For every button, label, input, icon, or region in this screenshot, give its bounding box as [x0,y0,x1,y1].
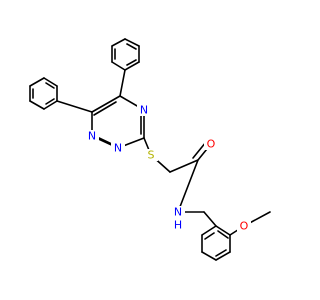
bond [93,101,117,116]
atom-label-o: O [207,138,216,151]
atom-amide-nh: N H [171,206,185,232]
bond [201,251,217,261]
atom-methoxy-oxygen: O [237,220,251,233]
bond [126,59,137,66]
atom-n-triazine-2: N [111,142,125,155]
bond [91,95,121,113]
bond [45,98,55,105]
bond [56,100,93,113]
bond [201,225,217,236]
atom-label-h: H [174,219,182,232]
bond [29,100,45,110]
atom-carbonyl-oxygen: O [204,138,218,151]
bond [215,249,227,257]
bond [45,82,55,89]
bond [43,100,58,110]
bond [217,230,229,239]
bond [119,69,126,97]
bond [126,43,137,50]
atom-label-n: N [140,104,148,117]
bond [124,38,140,47]
molecule-structure: N N N S O N H O [29,38,271,261]
atom-label-n: N [88,130,96,143]
atom-label-n: N [174,206,182,219]
atom-label-n: N [114,142,122,155]
bond [43,77,58,87]
bond [203,211,217,227]
bond [177,159,199,213]
bond [215,251,231,261]
atom-label-layer: N N N S O N H O [85,104,251,233]
atom-sulfur: S [144,149,158,162]
bond [192,141,207,159]
bond [111,61,126,71]
bond [204,232,215,240]
atom-label-s: S [148,149,155,162]
bond [111,38,126,47]
bond [169,159,199,173]
bond [29,77,45,87]
atom-n-triazine-1: N [85,130,99,143]
bond [215,225,231,236]
bond [124,61,140,71]
atom-n-triazine-4: N [137,104,151,117]
atom-label-o: O [240,220,249,233]
